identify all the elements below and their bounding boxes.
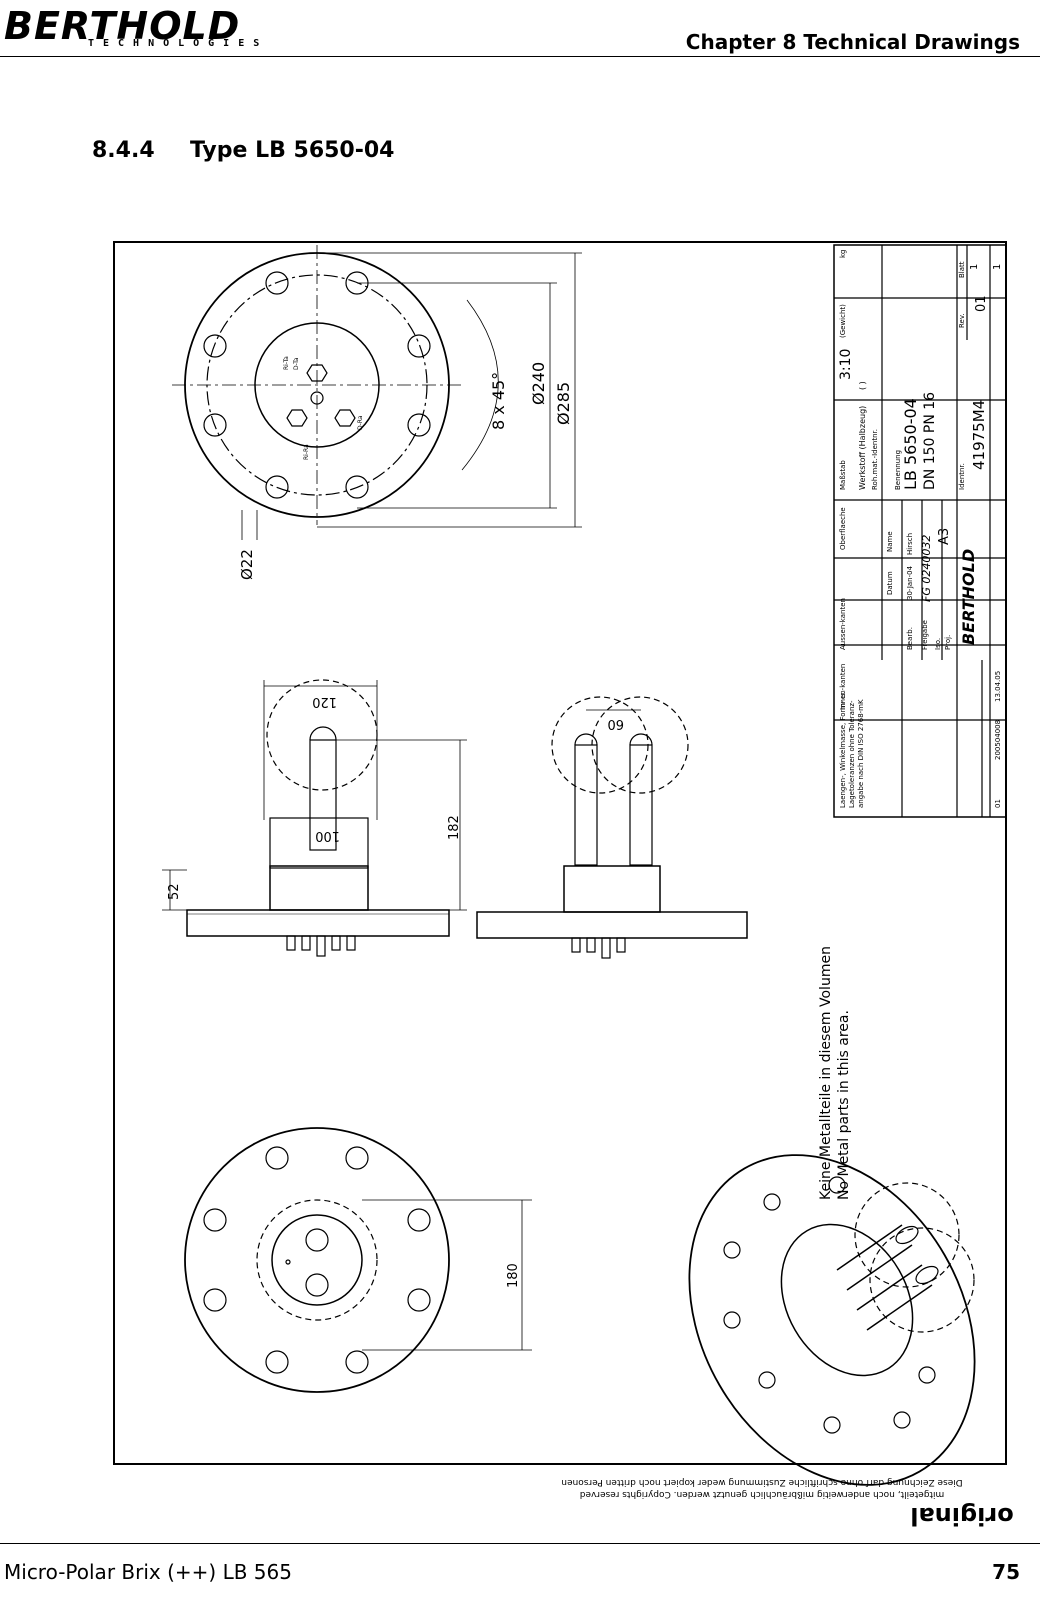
- sheet-size: A3: [937, 528, 952, 545]
- weight-unit: kg: [839, 250, 847, 259]
- dim-d240: Ø240: [529, 362, 548, 405]
- header-divider: [0, 56, 1040, 57]
- rev-label: Rev.: [958, 313, 966, 328]
- footer-divider: [0, 1543, 1040, 1544]
- weight-label: (Gewicht): [839, 304, 847, 338]
- dim-180: 180: [506, 1263, 521, 1288]
- scale-label: Maßstab: [839, 460, 847, 490]
- notice-english: No Metal parts in this area.: [836, 1010, 852, 1200]
- inner-edges-label: Innen-kanten: [839, 664, 847, 710]
- page-number: 75: [992, 1560, 1020, 1584]
- dim-d285: Ø285: [554, 382, 573, 425]
- title-block: [833, 244, 1007, 818]
- isometric-view: [688, 1154, 976, 1486]
- tolerance-line-2: Lagetoleranzen ohne Toleranz-: [848, 700, 856, 808]
- scale-value: 3:10: [838, 349, 854, 380]
- dim-120: 120: [312, 694, 337, 709]
- name-column: Name: [886, 531, 894, 552]
- freigabe-value: FG 0240032: [920, 535, 933, 602]
- rev-value: 01: [974, 295, 989, 312]
- raw-material-label: Roh.mat.-Identnr.: [871, 429, 879, 490]
- bearb-date: 30-Jan-04: [906, 565, 914, 600]
- rev-row-number: 200504008: [994, 720, 1002, 760]
- page-header: BERTHOLD TECHNOLOGIES Chapter 8 Technica…: [0, 0, 1040, 58]
- dim-hole-pattern: 8 x 45°: [489, 372, 508, 430]
- sheet-value: 1: [969, 264, 980, 270]
- designation-1: LB 5650-04: [901, 398, 920, 490]
- side-view-side: [476, 696, 748, 959]
- dim-52: 52: [167, 883, 182, 900]
- ident-number: 41975M4: [970, 400, 988, 470]
- bearb-name: Hirsch: [906, 533, 914, 555]
- rev-row-date: 13.04.05: [994, 671, 1002, 702]
- surface-label: Oberflaeche: [839, 507, 847, 550]
- of-sheets: 1: [992, 264, 1003, 270]
- footer-document-title: Micro-Polar Brix (++) LB 565: [4, 1560, 292, 1584]
- sheet-label: Blatt: [958, 261, 966, 278]
- flange-label-2: D-Ta: [293, 357, 300, 370]
- freigabe-label: Freigabe: [921, 620, 929, 650]
- ident-label: Identnr.: [958, 463, 966, 490]
- iso-label: Iso.: [934, 638, 942, 650]
- copyright-line-1: Diese Zeichnung darf ohne schriftliche Z…: [561, 1477, 962, 1487]
- designation-label: Benennung: [894, 450, 902, 490]
- section-heading: 8.4.4 Type LB 5650-04: [92, 138, 395, 163]
- flange-label-4: Ri-Ra: [303, 444, 310, 460]
- dim-182: 182: [447, 815, 462, 840]
- original-stamp: original: [910, 1502, 1013, 1530]
- logo-tagline: TECHNOLOGIES: [88, 38, 269, 49]
- copyright-line-2: mitgeteilt, noch anderweitig mißbräuchli…: [580, 1489, 944, 1499]
- title-block-logo: BERTHOLD: [959, 549, 978, 645]
- dim-100: 100: [315, 828, 340, 843]
- dim-60: 60: [607, 716, 624, 731]
- outer-edges-label: Aussen-kanten: [839, 598, 847, 650]
- tolerance-line-1: Laengen-, Winkelmasse, Form- u.: [839, 691, 847, 808]
- date-column: Datum: [886, 571, 894, 595]
- dim-d22: Ø22: [238, 549, 256, 580]
- berthold-logo: BERTHOLD TECHNOLOGIES: [4, 4, 304, 54]
- flange-top-view: [172, 245, 462, 525]
- bearb-label: Bearb.: [906, 627, 914, 650]
- designation-2: DN 150 PN 16: [922, 392, 938, 490]
- material-label: Werkstoff (Halbzeug): [858, 406, 867, 490]
- proj-label: Proj.: [944, 635, 952, 650]
- rev-row-rev: 01: [994, 799, 1002, 808]
- side-view-front: [186, 679, 450, 957]
- section-title: Type LB 5650-04: [190, 138, 395, 163]
- chapter-title: Chapter 8 Technical Drawings: [685, 30, 1020, 54]
- section-number: 8.4.4: [92, 138, 155, 163]
- flange-bottom-view: [184, 1127, 450, 1393]
- notice-german: Keine Metallteile in diesem Volumen: [818, 946, 834, 1200]
- technical-drawing: Ø240 Ø285 8 x 45° Ø22 120 182 100 52 60 …: [113, 241, 1014, 1530]
- logo-wordmark: BERTHOLD: [4, 4, 241, 48]
- flange-label-1: Ri-Ta: [283, 356, 290, 370]
- tolerance-line-3: angabe nach DIN ISO 2768-mK: [857, 699, 865, 808]
- flange-label-3: D-Ra: [357, 415, 364, 430]
- material-value: ( ): [858, 381, 867, 390]
